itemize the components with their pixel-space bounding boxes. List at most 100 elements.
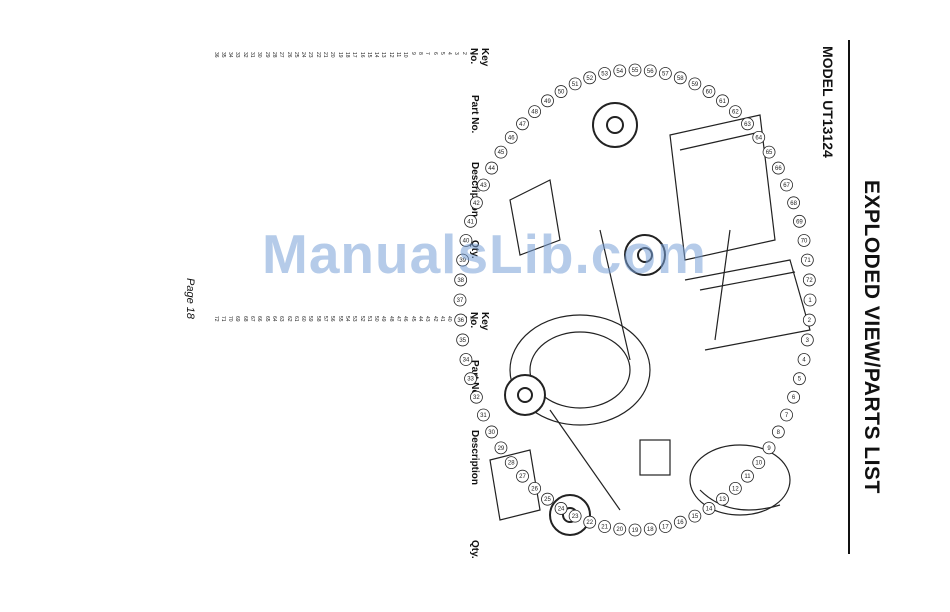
callout-circle-27 bbox=[516, 469, 529, 483]
callout-circle-38 bbox=[454, 273, 468, 287]
left-key-22: 22 bbox=[314, 52, 321, 58]
callout-circle-12 bbox=[728, 482, 742, 495]
left-key-10: 10 bbox=[402, 52, 409, 58]
callout-label-62: 62 bbox=[732, 110, 739, 116]
callout-label-38: 38 bbox=[457, 278, 464, 284]
callout-label-5: 5 bbox=[798, 377, 802, 383]
right-key-61: 61 bbox=[292, 316, 299, 322]
handle-lower-shape bbox=[714, 229, 731, 341]
grass-bag-shape bbox=[669, 114, 776, 261]
callout-label-29: 29 bbox=[498, 446, 505, 452]
deck-shape bbox=[509, 314, 651, 426]
callout-circle-31 bbox=[477, 408, 490, 422]
right-key-65: 65 bbox=[263, 316, 270, 322]
left-key-25: 25 bbox=[292, 52, 299, 58]
callout-circle-9 bbox=[762, 441, 776, 455]
callout-label-16: 16 bbox=[677, 520, 684, 526]
callout-label-68: 68 bbox=[790, 201, 797, 207]
rear-flap-shape bbox=[509, 179, 561, 256]
callout-label-11: 11 bbox=[744, 474, 751, 480]
right-key-60: 60 bbox=[300, 316, 307, 322]
right-key-45: 45 bbox=[409, 316, 416, 322]
callout-circle-72 bbox=[802, 273, 816, 287]
callout-label-26: 26 bbox=[531, 486, 538, 492]
callout-circle-16 bbox=[673, 515, 687, 529]
callout-label-43: 43 bbox=[480, 183, 487, 189]
left-key-26: 26 bbox=[285, 52, 292, 58]
callout-label-57: 57 bbox=[662, 71, 669, 77]
page-number: Page 18 bbox=[184, 278, 196, 319]
callout-label-54: 54 bbox=[616, 69, 623, 75]
callout-label-2: 2 bbox=[808, 318, 812, 324]
callout-label-9: 9 bbox=[767, 446, 771, 452]
callout-label-71: 71 bbox=[804, 258, 811, 264]
right-key-57: 57 bbox=[322, 316, 328, 322]
callout-label-70: 70 bbox=[801, 238, 808, 244]
callout-circle-54 bbox=[613, 64, 627, 78]
callout-circle-63 bbox=[741, 117, 754, 131]
callout-label-59: 59 bbox=[692, 82, 699, 88]
callout-label-30: 30 bbox=[488, 430, 495, 436]
callout-circle-30 bbox=[485, 425, 499, 439]
page-title: EXPLODED VIEW/PARTS LIST bbox=[860, 180, 883, 494]
callout-circle-50 bbox=[554, 85, 568, 98]
callout-label-19: 19 bbox=[632, 528, 639, 534]
right-key-67: 67 bbox=[249, 316, 255, 322]
callout-circle-18 bbox=[643, 522, 657, 536]
callout-label-4: 4 bbox=[802, 358, 806, 364]
callout-label-40: 40 bbox=[463, 238, 470, 244]
callout-label-66: 66 bbox=[775, 166, 782, 172]
callout-label-3: 3 bbox=[806, 338, 810, 344]
callout-label-10: 10 bbox=[755, 461, 762, 467]
callout-label-32: 32 bbox=[473, 395, 480, 401]
callout-circle-15 bbox=[688, 509, 702, 523]
callout-circle-67 bbox=[780, 178, 793, 192]
callout-label-36: 36 bbox=[457, 318, 464, 324]
handle-bar-shape bbox=[699, 271, 796, 291]
callout-circle-35 bbox=[456, 333, 470, 347]
callout-circle-32 bbox=[469, 390, 483, 404]
callout-circle-21 bbox=[598, 520, 612, 533]
callout-label-8: 8 bbox=[777, 430, 781, 436]
callout-label-55: 55 bbox=[632, 68, 639, 74]
callout-circle-23 bbox=[568, 509, 582, 523]
callout-circle-65 bbox=[762, 145, 776, 159]
left-key-27: 27 bbox=[278, 52, 285, 58]
right-key-44: 44 bbox=[416, 316, 423, 322]
right-key-49: 49 bbox=[380, 316, 387, 322]
callout-circle-57 bbox=[658, 67, 672, 80]
callout-circle-22 bbox=[583, 515, 597, 529]
callout-label-22: 22 bbox=[586, 520, 593, 526]
callout-circle-36 bbox=[454, 313, 468, 327]
left-key-23: 23 bbox=[307, 52, 314, 58]
left-key-16: 16 bbox=[358, 52, 365, 58]
left-key-21: 21 bbox=[322, 52, 328, 58]
callout-circle-53 bbox=[598, 67, 612, 80]
callout-label-52: 52 bbox=[586, 76, 593, 82]
callout-label-56: 56 bbox=[647, 69, 654, 75]
callout-circle-47 bbox=[516, 117, 529, 131]
callout-label-67: 67 bbox=[783, 183, 790, 189]
callout-circle-14 bbox=[702, 502, 716, 515]
right-key-56: 56 bbox=[329, 316, 336, 322]
callout-circle-4 bbox=[797, 353, 811, 366]
left-key-24: 24 bbox=[300, 52, 307, 58]
right-key-59: 59 bbox=[307, 316, 314, 322]
wheel-hub-3-shape bbox=[517, 387, 533, 403]
callout-label-51: 51 bbox=[572, 82, 579, 88]
handle-shape bbox=[684, 259, 811, 351]
callout-circle-37 bbox=[453, 293, 467, 307]
right-key-52: 52 bbox=[358, 316, 365, 322]
callout-label-34: 34 bbox=[463, 358, 470, 364]
right-key-46: 46 bbox=[402, 316, 409, 322]
right-key-48: 48 bbox=[387, 316, 394, 322]
callout-circle-62 bbox=[728, 105, 742, 118]
front-axle-shape bbox=[549, 409, 621, 511]
callout-label-39: 39 bbox=[459, 258, 466, 264]
callout-label-1: 1 bbox=[808, 298, 812, 304]
callout-circle-13 bbox=[716, 492, 729, 506]
right-key-55: 55 bbox=[336, 316, 343, 322]
callout-circle-51 bbox=[568, 77, 582, 91]
exploded-diagram: 1234567891011121314151617181920212223242… bbox=[453, 63, 817, 537]
left-key-34: 34 bbox=[227, 52, 234, 58]
